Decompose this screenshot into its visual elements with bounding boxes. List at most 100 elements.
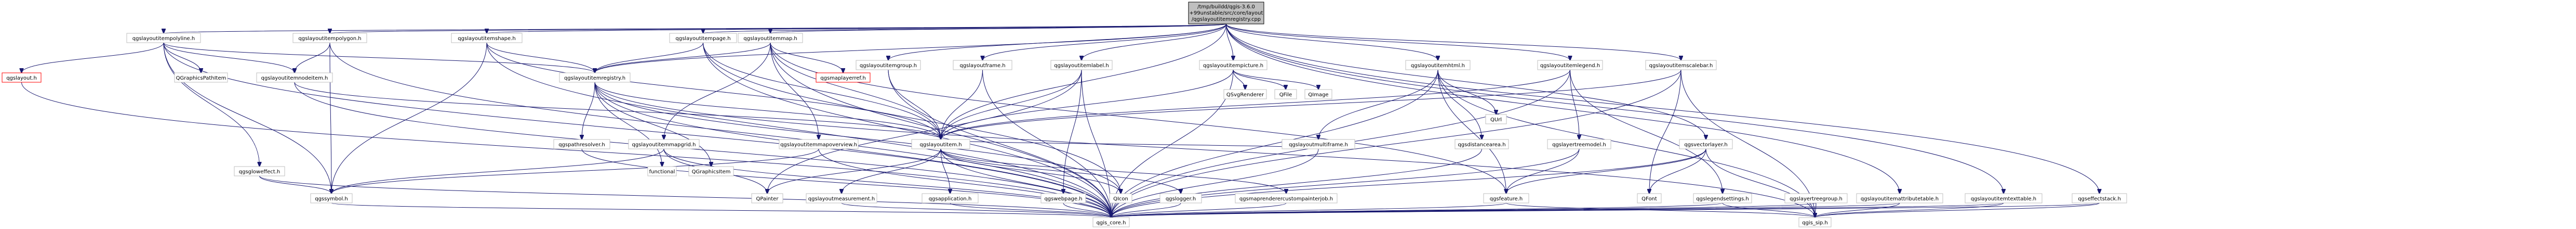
node-box [1485,114,1507,124]
edge-shape-to-core [486,42,1111,218]
node-effectstack[interactable]: qgseffectstack.h [2072,193,2127,203]
node-glow[interactable]: qgsgloweffect.h [234,166,285,176]
node-box [953,60,1012,70]
node-functional[interactable]: functional [647,166,677,176]
edge-picture-to-qsvgrenderer [1233,69,1245,90]
node-label: qgsapplication.h [929,196,972,202]
edge-root-to-item [941,23,1226,139]
node-feature[interactable]: qgsfeature.h [1483,193,1529,203]
node-label: qgsdistancearea.h [1458,142,1505,148]
node-qurl[interactable]: QUrl [1485,114,1507,124]
node-polygon[interactable]: qgslayoutitempolygon.h [292,33,367,43]
node-polyline[interactable]: qgslayoutitempolyline.h [126,33,201,43]
node-label: qgslayoutitemlabel.h [1054,63,1109,69]
node-legend[interactable]: qgslayoutitemlegend.h [1537,60,1603,70]
edge-picture-to-qimage [1233,69,1318,90]
node-symbol[interactable]: qgssymbol.h [310,193,353,203]
node-label: qgis_sip.h [1802,220,1828,226]
node-texttable[interactable]: qgslayoutitemtexttable.h [1965,193,2043,203]
node-label: QImage [1308,92,1328,98]
node-label[interactable]: qgslayoutitemlabel.h [1050,60,1113,70]
node-label: qgslayertreemodel.h [1552,142,1606,148]
edge-layer [22,23,2100,218]
edge-scalebar-to-qfont [1649,69,1681,194]
node-application[interactable]: qgsapplication.h [922,193,979,203]
node-nodesitem[interactable]: qgslayoutitemnodeitem.h [256,72,333,83]
node-label: QGraphicsPathItem [176,75,226,81]
node-group[interactable]: qgslayoutitemgroup.h [856,60,921,70]
node-qgraphicsitem[interactable]: QGraphicsItem [688,166,734,176]
node-scalebar[interactable]: qgslayoutitemscalebar.h [1645,60,1717,70]
node-qfont[interactable]: QFont [1637,193,1662,203]
node-mapgrid[interactable]: qgslayoutitemmapgrid.h [628,139,700,149]
node-page[interactable]: qgslayoutitempage.h [669,33,737,43]
node-box [738,33,803,43]
node-html[interactable]: qgslayoutitemhtml.h [1405,60,1471,70]
edge-scalebar-to-sip [1680,69,1815,218]
edge-layertreegroup-to-core [1111,202,1817,218]
edge-root-to-scalebar [1226,23,1681,60]
node-layout[interactable]: qgslayout.h [2,72,42,83]
node-mapoverview[interactable]: qgslayoutitemmapoverview.h [779,139,859,149]
node-layertreegroup[interactable]: qgslayertreegroup.h [1784,193,1848,203]
node-label: qgslayout.h [6,75,37,81]
root-file-label-line: /qgslayoutitemregistry.cpp [1192,17,1261,22]
node-mapcustompaint[interactable]: qgsmaprenderercustompainterjob.h [1235,193,1338,203]
node-qimage[interactable]: QImage [1304,89,1332,99]
node-multiframe[interactable]: qgslayoutmultiframe.h [1282,139,1355,149]
edge-distancearea-to-core [1111,148,1482,218]
node-qfile[interactable]: QFile [1274,89,1297,99]
node-map[interactable]: qgslayoutitemmap.h [738,33,803,43]
node-core[interactable]: qgis_core.h [1092,217,1130,227]
edge-mapgrid-to-symbol [331,148,664,194]
node-qpainter[interactable]: QPainter [751,193,783,203]
node-mapfwd[interactable]: qgsmaplayerref.h [816,72,871,83]
edge-root-to-label [1082,23,1226,60]
node-label: qgslayoutitemtexttable.h [1971,196,2036,202]
node-box [1199,60,1267,70]
node-logger[interactable]: qgslogger.h [1159,193,1202,203]
node-item[interactable]: qgslayoutitem.h [911,139,970,149]
node-qicon[interactable]: QIcon [1109,193,1132,203]
edge-symbol-to-core [331,202,1111,218]
edge-texttable-to-sip [1815,202,2004,218]
edge-root-to-picture [1226,23,1234,60]
edge-root-to-frame [983,23,1226,60]
node-shape[interactable]: qgslayoutitemshape.h [451,33,523,43]
node-frame[interactable]: qgslayoutframe.h [953,60,1012,70]
node-label: qgsvectorlayer.h [1684,142,1727,148]
node-sip[interactable]: qgis_sip.h [1798,217,1832,227]
node-measurement[interactable]: qgslayoutmeasurement.h [806,193,877,203]
node-label: QFont [1641,196,1657,202]
node-label: qgslayoutitemscalebar.h [1649,63,1713,69]
node-legendsettings[interactable]: qgslegendsettings.h [1693,193,1752,203]
edge-picture-to-qfile [1233,69,1286,90]
node-qsvgrenderer[interactable]: QSvgRenderer [1223,89,1267,99]
edge-frame-to-item [941,69,983,139]
node-box [1784,193,1848,203]
edge-polyline-to-nodesitem [163,42,295,73]
edge-pathresolver-to-core [581,148,1111,218]
node-box [1965,193,2043,203]
node-pathresolver[interactable]: qgspathresolver.h [553,139,610,149]
node-vectorlayer[interactable]: qgsvectorlayer.h [1679,139,1733,149]
node-box [856,60,921,70]
node-qgraphicspathitem[interactable]: QGraphicsPathItem [174,72,228,83]
edge-map-to-mapfwd [770,42,843,73]
node-box [1050,60,1113,70]
root-file-node[interactable]: /tmp/buildd/qgis-3.6.0+99unstable/src/co… [1188,2,1264,24]
node-box [451,33,523,43]
node-registry[interactable]: qgslayoutitemregistry.h [559,72,631,83]
node-picture[interactable]: qgslayoutitempicture.h [1199,60,1267,70]
node-box [1223,89,1267,99]
node-distancearea[interactable]: qgsdistancearea.h [1454,139,1509,149]
node-label: qgslayoutmeasurement.h [808,196,875,202]
node-label: qgslayoutitemhtml.h [1411,63,1465,69]
node-label: qgslegendsettings.h [1696,196,1749,202]
node-label: qgslogger.h [1166,196,1196,202]
node-label: functional [649,169,675,175]
edge-logger-to-core [1111,202,1181,218]
node-attributetable[interactable]: qgslayoutitemattributetable.h [1856,193,1943,203]
node-treemodel[interactable]: qgslayertreemodel.h [1547,139,1611,149]
node-webpage[interactable]: qgswebpage.h [1040,193,1086,203]
